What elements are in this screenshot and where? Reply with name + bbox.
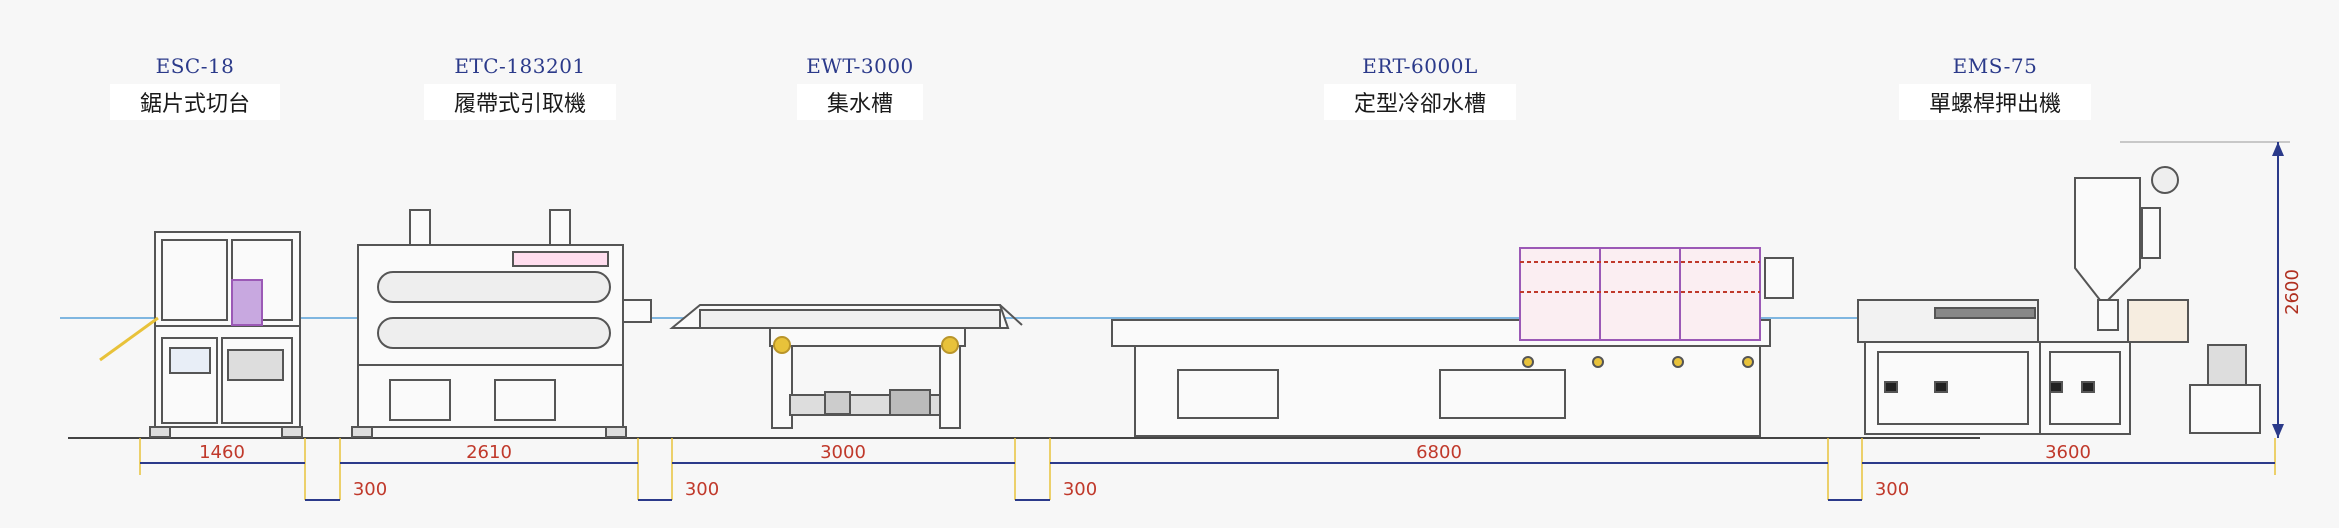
model-cooling-tank: ERT-6000L <box>1362 54 1478 78</box>
extruder-machine <box>1857 166 2261 435</box>
label-cooling-tank: ERT-6000L 定型冷卻水槽 <box>1310 54 1530 120</box>
name-cooling-tank: 定型冷卻水槽 <box>1323 84 1516 120</box>
model-cutter: ESC-18 <box>155 54 235 78</box>
model-haul-off: ETC-183201 <box>454 54 586 78</box>
height-dimension <box>2120 141 2290 438</box>
label-cutter: ESC-18 鋸片式切台 <box>40 54 350 120</box>
length-dim-label-5: 3600 <box>2045 442 2091 463</box>
gap-dim-label-3: 300 <box>1063 479 1097 500</box>
haul-off-machine <box>351 209 652 438</box>
label-extruder: EMS-75 單螺桿押出機 <box>1880 54 2110 120</box>
label-haul-off: ETC-183201 履帶式引取機 <box>370 54 670 120</box>
model-water-tank: EWT-3000 <box>806 54 914 78</box>
model-extruder: EMS-75 <box>1952 54 2038 78</box>
cooling-tank-machine <box>1111 247 1794 437</box>
length-dim-label-1: 1460 <box>199 442 245 463</box>
name-haul-off: 履帶式引取機 <box>423 84 616 120</box>
gap-dim-label-1: 300 <box>353 479 387 500</box>
height-dim-label: 2600 <box>2282 269 2303 315</box>
label-water-tank: EWT-3000 集水槽 <box>760 54 960 120</box>
name-cutter: 鋸片式切台 <box>109 84 280 120</box>
gap-dim-label-4: 300 <box>1875 479 1909 500</box>
saw-cutter-machine <box>99 231 303 438</box>
name-water-tank: 集水槽 <box>796 84 923 120</box>
length-dim-label-3: 3000 <box>820 442 866 463</box>
name-extruder: 單螺桿押出機 <box>1898 84 2091 120</box>
extension-lines <box>139 438 2276 500</box>
gap-dim-label-2: 300 <box>685 479 719 500</box>
length-dim-label-4: 6800 <box>1416 442 1462 463</box>
length-dim-label-2: 2610 <box>466 442 512 463</box>
water-tank-machine <box>669 304 1023 429</box>
